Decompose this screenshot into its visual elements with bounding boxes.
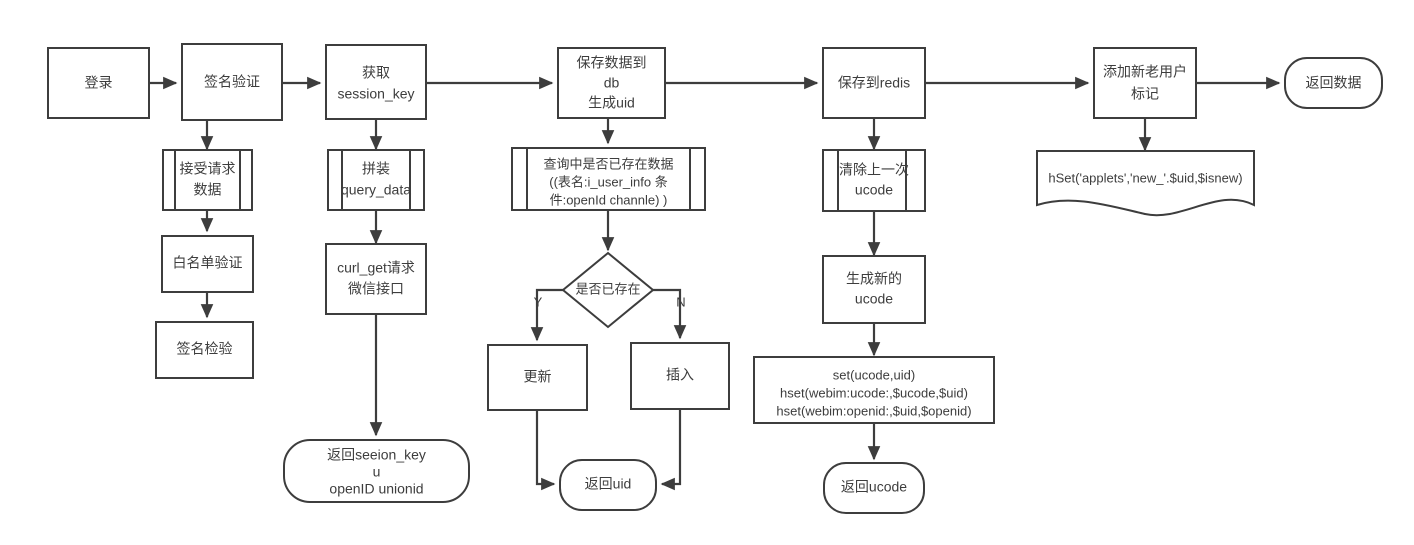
node-build-query-line2: query_data: [341, 182, 411, 198]
node-return-uid-label: 返回uid: [585, 476, 632, 492]
node-sign-check[interactable]: 签名检验: [155, 321, 254, 379]
node-save-db-line1: 保存数据到: [577, 55, 647, 71]
node-query-exists-line3: 件:openId channle) ): [550, 192, 668, 207]
node-return-session-line3: openID unionid: [329, 481, 423, 497]
node-save-db[interactable]: 保存数据到 db 生成uid: [557, 47, 666, 119]
node-decision-exists-label: 是否已存在: [575, 281, 640, 296]
edge-label-no: N: [676, 294, 685, 309]
node-redis-cmds-line3: hset(webim:openid:,$uid,$openid): [776, 403, 971, 418]
node-return-data[interactable]: 返回数据: [1284, 57, 1383, 109]
node-return-data-label: 返回数据: [1306, 75, 1362, 91]
node-whitelist-verify-label: 白名单验证: [173, 255, 243, 271]
node-login[interactable]: 登录: [47, 47, 150, 119]
node-update-label: 更新: [524, 369, 552, 385]
node-get-session-key-line2: session_key: [337, 86, 414, 102]
node-gen-ucode-line1: 生成新的: [846, 271, 902, 287]
node-hset-applets-label: hSet('applets','new_'.$uid,$isnew): [1048, 170, 1242, 185]
node-query-exists-line1: 查询中是否已存在数据: [543, 156, 673, 171]
node-decision-exists[interactable]: 是否已存在: [561, 251, 655, 329]
node-clear-ucode[interactable]: 清除上一次 ucode: [822, 149, 926, 212]
node-return-session-line2: u: [373, 464, 381, 480]
edge-decision-yes-to-update: [530, 288, 563, 342]
node-redis-cmds-line2: hset(webim:ucode:,$ucode,$uid): [780, 385, 968, 400]
node-return-session-line1: 返回seeion_key: [327, 447, 426, 463]
node-curl-get-line1: curl_get请求: [337, 260, 415, 276]
edge-label-yes: Y: [534, 294, 543, 309]
edge-decision-no-to-insert: [653, 288, 687, 340]
node-gen-ucode[interactable]: 生成新的 ucode: [822, 255, 926, 324]
node-save-db-line3: 生成uid: [588, 95, 635, 111]
node-hset-applets[interactable]: hSet('applets','new_'.$uid,$isnew): [1036, 150, 1255, 217]
node-redis-cmds-line1: set(ucode,uid): [833, 367, 915, 382]
node-sign-verify[interactable]: 签名验证: [181, 43, 283, 121]
node-return-session[interactable]: 返回seeion_key u openID unionid: [283, 439, 470, 503]
node-curl-get[interactable]: curl_get请求 微信接口: [325, 243, 427, 315]
node-whitelist-verify[interactable]: 白名单验证: [161, 235, 254, 293]
node-recv-request[interactable]: 接受请求 数据: [162, 149, 253, 211]
node-build-query-line1: 拼装: [362, 161, 390, 177]
node-return-uid[interactable]: 返回uid: [559, 459, 657, 511]
node-insert-label: 插入: [666, 367, 694, 383]
node-query-exists-line2: ((表名:i_user_info 条: [549, 174, 667, 189]
node-recv-request-line1: 接受请求: [180, 161, 236, 177]
node-add-user-flag[interactable]: 添加新老用户 标记: [1093, 47, 1197, 119]
node-gen-ucode-line2: ucode: [855, 291, 893, 307]
node-sign-check-label: 签名检验: [177, 341, 233, 357]
node-recv-request-line2: 数据: [194, 182, 222, 198]
node-clear-ucode-line2: ucode: [855, 182, 893, 198]
node-save-redis[interactable]: 保存到redis: [822, 47, 926, 119]
node-sign-verify-label: 签名验证: [204, 74, 260, 90]
node-query-exists[interactable]: 查询中是否已存在数据 ((表名:i_user_info 条 件:openId c…: [511, 147, 706, 211]
node-save-redis-label: 保存到redis: [838, 75, 910, 91]
node-add-user-flag-line2: 标记: [1131, 86, 1159, 102]
node-save-db-line2: db: [604, 75, 620, 91]
node-return-ucode[interactable]: 返回ucode: [823, 462, 925, 514]
node-login-label: 登录: [85, 75, 113, 91]
node-clear-ucode-line1: 清除上一次: [839, 162, 909, 178]
node-get-session-key-line1: 获取: [362, 65, 390, 81]
node-curl-get-line2: 微信接口: [348, 281, 404, 297]
node-return-ucode-label: 返回ucode: [841, 479, 907, 495]
node-update[interactable]: 更新: [487, 344, 588, 411]
node-get-session-key[interactable]: 获取 session_key: [325, 44, 427, 120]
node-add-user-flag-line1: 添加新老用户: [1103, 64, 1187, 80]
node-build-query[interactable]: 拼装 query_data: [327, 149, 425, 211]
node-insert[interactable]: 插入: [630, 342, 730, 410]
edges-layer: [149, 76, 1281, 491]
node-redis-cmds[interactable]: set(ucode,uid) hset(webim:ucode:,$ucode,…: [753, 356, 995, 424]
edge-update-to-return-uid: [535, 410, 556, 491]
edge-insert-to-return-uid: [660, 409, 682, 491]
